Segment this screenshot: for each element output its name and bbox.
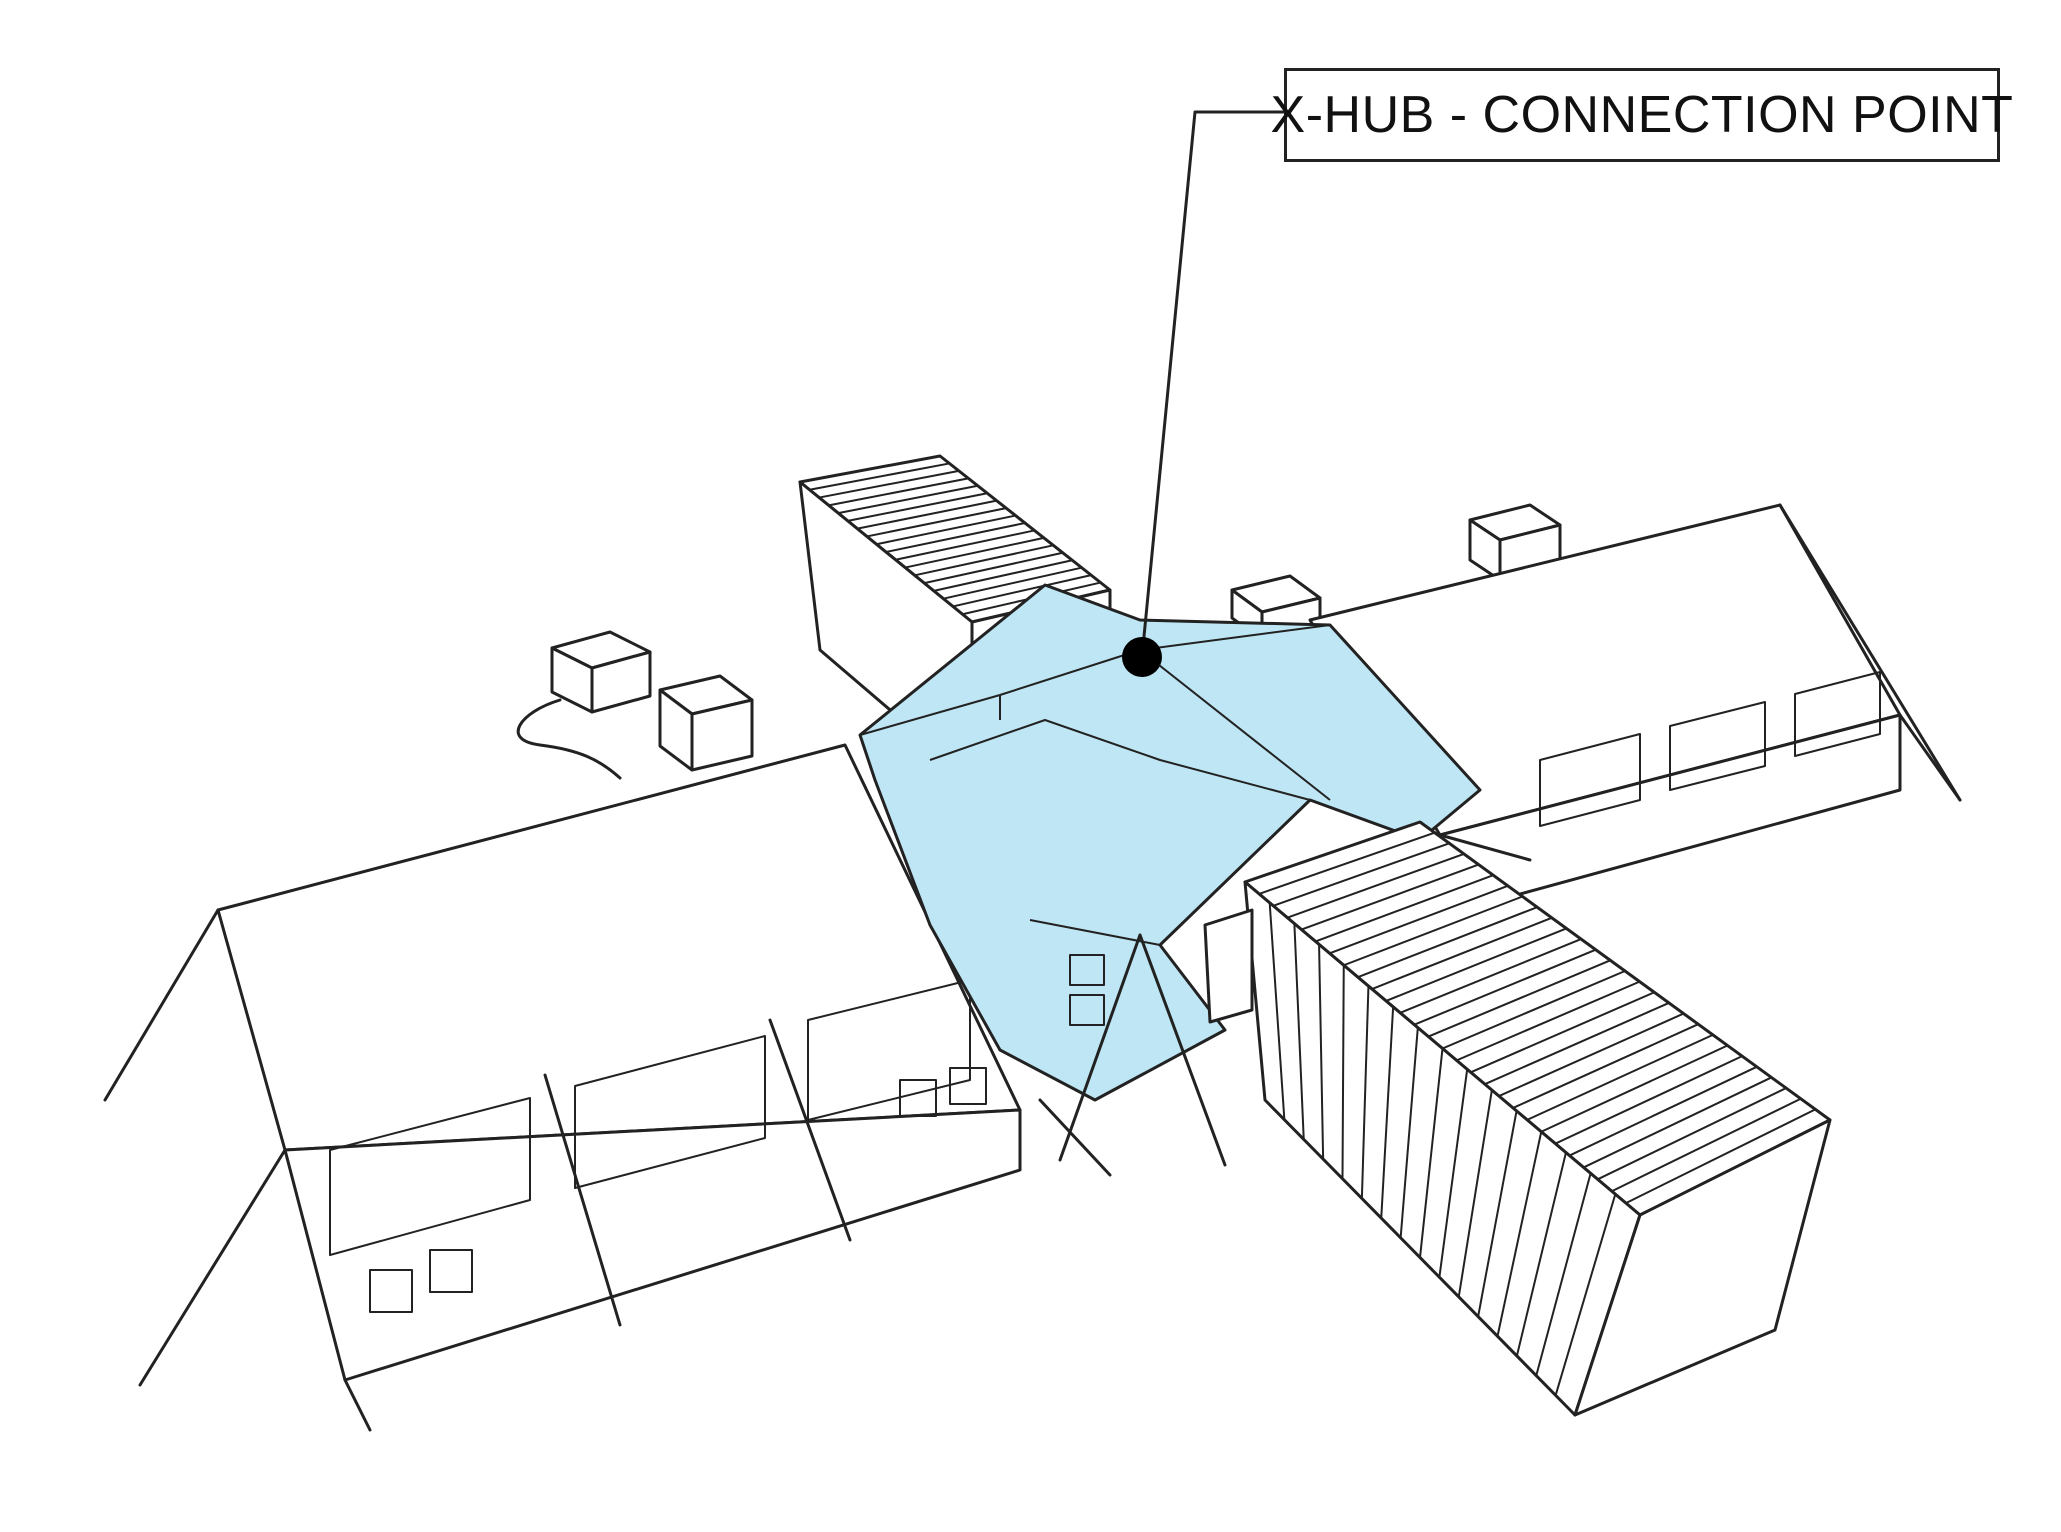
generator-left [516, 630, 754, 780]
right-tent [1308, 503, 1962, 907]
callout-label: X-HUB - CONNECTION POINT [1271, 68, 2013, 162]
left-tent [103, 743, 1022, 1432]
x-hub [858, 583, 1482, 1177]
front-shipping-container [1203, 820, 1832, 1417]
hub-connection-marker [1122, 637, 1162, 677]
callout-leader-line [1140, 110, 1296, 659]
